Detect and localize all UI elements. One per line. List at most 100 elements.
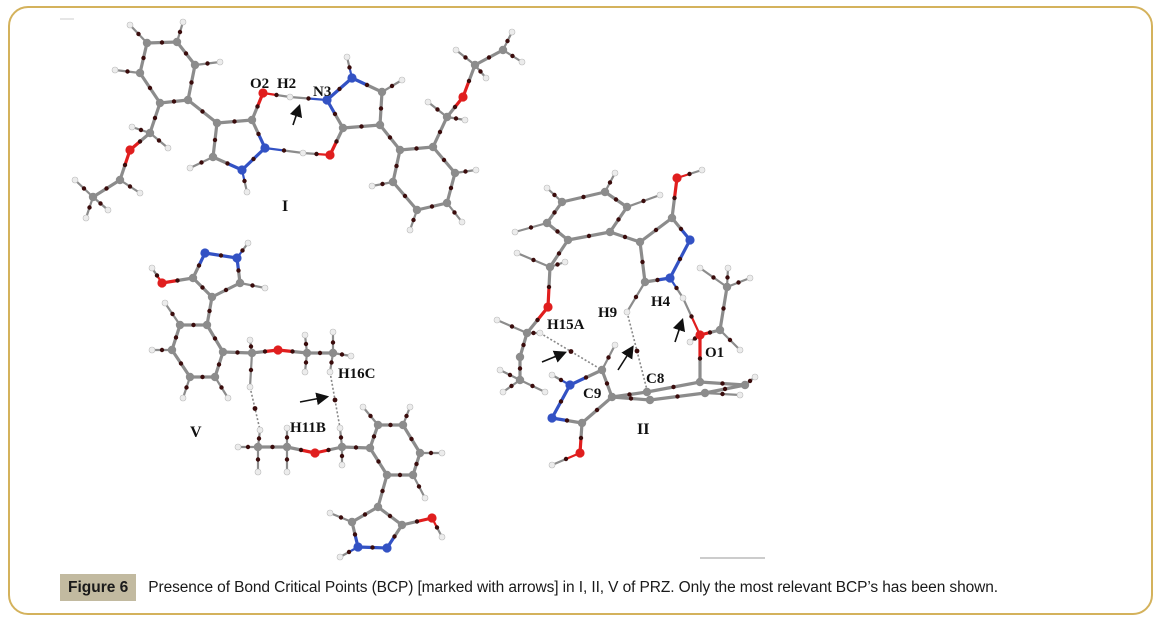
carbon-atom [398, 420, 408, 430]
carbon-atom [338, 123, 348, 133]
bond-critical-point [245, 444, 251, 450]
bond-critical-point [252, 406, 258, 411]
carbon-atom [412, 205, 422, 215]
hydrogen-atom [326, 368, 334, 376]
bond-critical-point [212, 336, 218, 341]
carbon-atom [442, 198, 452, 208]
bond-critical-point [721, 306, 726, 311]
bond-critical-point [478, 69, 483, 74]
hydrogen-atom [724, 264, 732, 272]
carbon-atom [522, 328, 532, 338]
carbon-atom [155, 98, 165, 108]
bond-critical-point [416, 484, 422, 489]
structure-label-ii: II [637, 421, 649, 438]
bond-critical-point [250, 283, 255, 288]
hydrogen-atom [696, 264, 704, 272]
bond-critical-point [196, 263, 202, 268]
hydrogen-atom [299, 149, 307, 157]
hydrogen-atom [301, 331, 309, 339]
bond-critical-point [218, 253, 224, 258]
hydrogen-atom [368, 182, 376, 190]
bond-critical-point [552, 192, 557, 198]
carbon-atom [382, 470, 392, 480]
bond-critical-point [370, 545, 375, 550]
carbon-atom [207, 292, 217, 302]
carbon-atom [715, 325, 725, 335]
carbon-atom [188, 273, 198, 283]
bond-critical-point [387, 513, 393, 519]
oxygen-atom [695, 330, 705, 340]
carbon-atom [450, 168, 460, 178]
carbon-atom [210, 372, 220, 382]
bond-critical-point [414, 461, 419, 467]
bond-critical-point [248, 344, 254, 349]
bond-critical-point [725, 275, 730, 280]
atom-label-h15a: H15A [547, 317, 585, 333]
hydrogen-atom [406, 403, 414, 411]
bond-critical-point [136, 31, 141, 37]
oxygen-atom [575, 448, 585, 458]
figure-number-tag: Figure 6 [60, 574, 137, 601]
bond-critical-point [578, 435, 584, 441]
bond-critical-point [371, 434, 377, 439]
bond-critical-point [170, 311, 175, 317]
bond-critical-point [189, 80, 194, 85]
bond-critical-point [274, 92, 279, 98]
bond-critical-point [329, 360, 334, 365]
bond-critical-point [677, 256, 683, 262]
nitrogen-atom [232, 253, 242, 263]
bond-critical-point [607, 180, 613, 185]
bond-critical-point [378, 106, 384, 111]
structure-label-v: V [190, 424, 202, 441]
bond-critical-point [284, 435, 290, 440]
bond-critical-point [337, 86, 342, 92]
bond-critical-point [205, 61, 210, 66]
bond-critical-point [359, 124, 364, 129]
bond-critical-point [125, 69, 130, 74]
hydrogen-atom [244, 239, 252, 247]
bond-critical-point [317, 350, 323, 356]
bond-critical-point [262, 349, 268, 354]
caption-text: Presence of Bond Critical Points (BCP) [… [148, 578, 998, 596]
figure-frame [8, 6, 1153, 615]
carbon-atom [397, 520, 407, 530]
bond-critical-point [428, 450, 434, 456]
carbon-atom [577, 418, 587, 428]
bond-critical-point [689, 314, 694, 319]
carbon-atom [515, 375, 525, 385]
carbon-atom [545, 262, 555, 272]
bond-critical-point [171, 99, 177, 104]
atom-label-n3: N3 [313, 84, 331, 100]
hydrogen-atom [179, 394, 187, 402]
hydrogen-atom [472, 166, 480, 174]
bond-critical-point [219, 385, 224, 390]
hydrogen-atom [359, 403, 367, 411]
hydrogen-atom [746, 274, 754, 282]
atom-label-h16c: H16C [338, 366, 376, 382]
carbon-atom [373, 420, 383, 430]
hydrogen-atom [326, 509, 334, 517]
carbon-atom [428, 142, 438, 152]
bond-critical-point [191, 322, 196, 328]
bond-critical-point [138, 127, 144, 133]
bond-critical-point [332, 111, 338, 117]
bond-critical-point [183, 51, 189, 56]
hydrogen-atom [186, 164, 194, 172]
bond-critical-point [674, 285, 679, 291]
bond-critical-point [389, 83, 395, 89]
bond-critical-point [290, 349, 295, 354]
bond-critical-point [177, 29, 183, 35]
hydrogen-atom [246, 383, 254, 391]
hydrogen-atom [461, 116, 469, 124]
bond-critical-point [564, 418, 570, 423]
bond-critical-point [521, 342, 526, 348]
oxygen-atom [125, 145, 135, 155]
bond-critical-point [380, 488, 385, 494]
atom-label-c9: C9 [583, 386, 601, 402]
bond-critical-point [452, 104, 458, 110]
bond-critical-point [338, 435, 344, 440]
hydrogen-atom [496, 366, 504, 374]
bond-critical-point [175, 278, 180, 283]
bond-critical-point [339, 352, 345, 357]
